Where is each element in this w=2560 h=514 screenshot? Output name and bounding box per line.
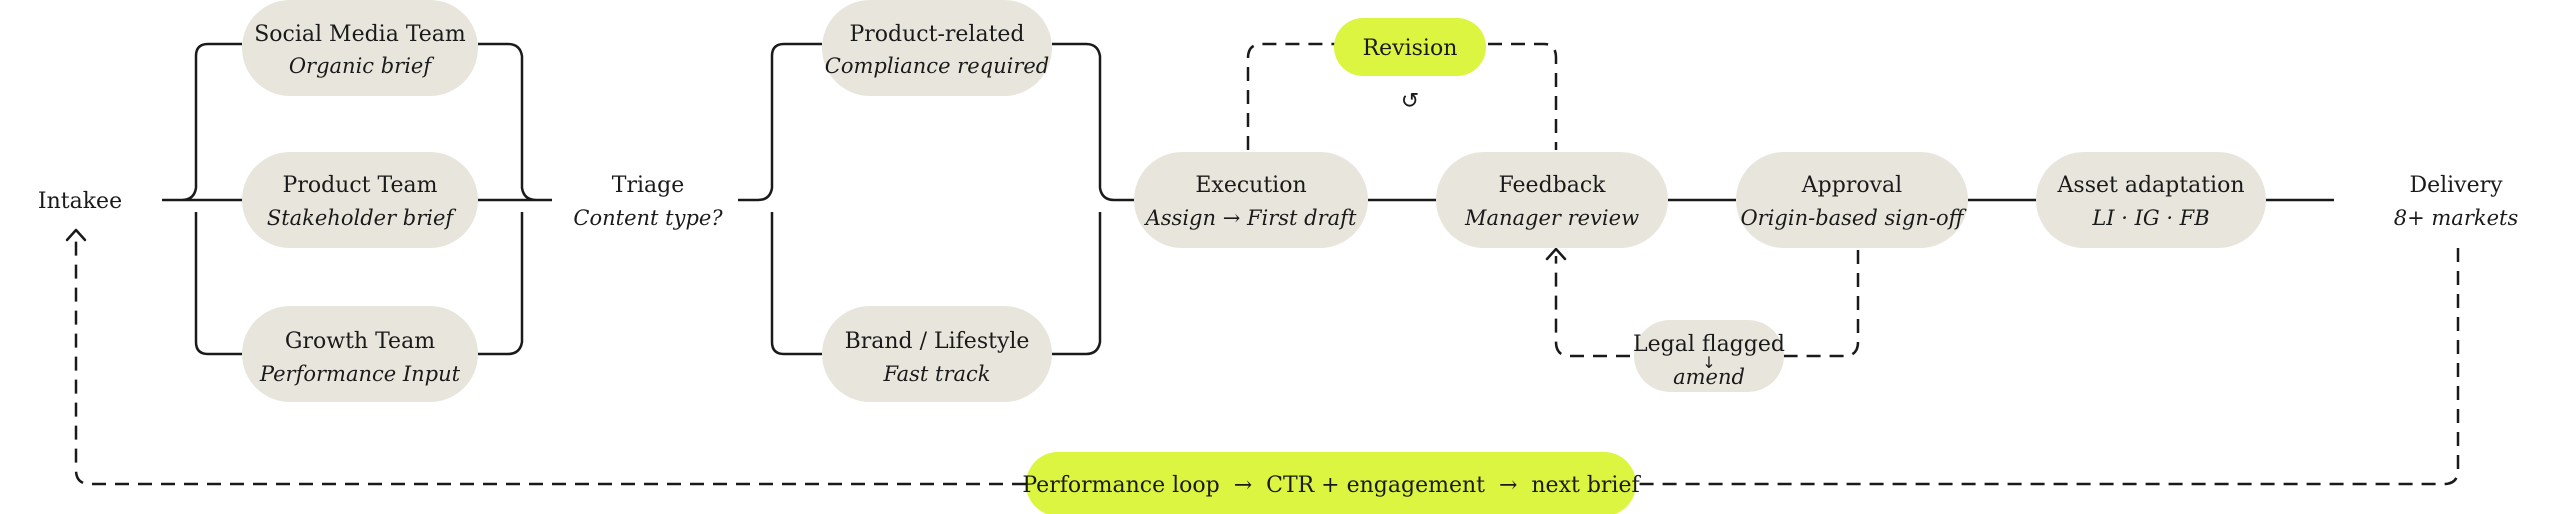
node-legal-flagged: Legal flagged ↓ amend bbox=[1633, 320, 1785, 392]
node-revision: Revision ↺ bbox=[1334, 18, 1486, 114]
node-subtitle: Compliance required bbox=[825, 54, 1049, 78]
node-title: Feedback bbox=[1498, 173, 1606, 198]
node-feedback: Feedback Manager review bbox=[1436, 152, 1668, 248]
node-title: Legal flagged bbox=[1633, 332, 1785, 357]
arrow-down-icon: ↓ bbox=[1702, 353, 1715, 372]
node-title: Performance loop → CTR + engagement → ne… bbox=[1022, 473, 1641, 498]
node-approval: Approval Origin-based sign-off bbox=[1736, 152, 1968, 248]
node-delivery: Delivery 8+ markets bbox=[2394, 173, 2519, 230]
brace-content-right bbox=[1052, 42, 1134, 356]
node-title: Execution bbox=[1195, 173, 1306, 198]
performance-loop-arrowhead bbox=[65, 228, 87, 242]
node-title: Growth Team bbox=[285, 329, 435, 354]
node-title: Revision bbox=[1363, 36, 1458, 61]
brace-content-left bbox=[738, 42, 822, 356]
revision-loop-path bbox=[1246, 42, 1558, 150]
loop-icon: ↺ bbox=[1401, 89, 1419, 114]
node-execution: Execution Assign → First draft bbox=[1134, 152, 1368, 248]
node-performance-loop: Performance loop → CTR + engagement → ne… bbox=[1022, 452, 1641, 514]
node-subtitle: Manager review bbox=[1464, 206, 1639, 230]
node-title: Social Media Team bbox=[254, 22, 466, 47]
legal-loop-arrowhead bbox=[1545, 247, 1567, 261]
node-product-team: Product Team Stakeholder brief bbox=[242, 152, 478, 248]
node-title: Brand / Lifestyle bbox=[845, 329, 1030, 354]
legal-loop-path bbox=[1554, 250, 1860, 358]
performance-loop-path bbox=[74, 236, 2460, 486]
node-subtitle: amend bbox=[1673, 365, 1745, 389]
node-asset-adaptation: Asset adaptation LI · IG · FB bbox=[2036, 152, 2266, 248]
node-subtitle: Fast track bbox=[882, 362, 990, 386]
node-subtitle: Origin-based sign-off bbox=[1740, 206, 1966, 230]
node-subtitle: Performance Input bbox=[259, 362, 461, 386]
brace-teams-left bbox=[181, 42, 242, 356]
brace-teams-right bbox=[478, 42, 537, 356]
node-triage: Triage Content type? bbox=[573, 173, 723, 230]
node-title: Delivery bbox=[2409, 173, 2503, 198]
node-title: Triage bbox=[612, 173, 684, 198]
node-title: Product Team bbox=[283, 173, 438, 198]
node-growth-team: Growth Team Performance Input bbox=[242, 306, 478, 402]
node-subtitle: LI · IG · FB bbox=[2091, 206, 2209, 230]
node-title: Asset adaptation bbox=[2057, 173, 2245, 198]
node-product-related: Product-related Compliance required bbox=[822, 0, 1052, 96]
node-title: Approval bbox=[1801, 173, 1902, 198]
intake-label: Intakee bbox=[38, 189, 122, 214]
node-subtitle: 8+ markets bbox=[2394, 206, 2519, 230]
node-subtitle: Assign → First draft bbox=[1144, 206, 1357, 230]
node-brand-lifestyle: Brand / Lifestyle Fast track bbox=[822, 306, 1052, 402]
node-subtitle: Content type? bbox=[573, 206, 723, 230]
node-subtitle: Organic brief bbox=[289, 54, 435, 78]
node-title: Product-related bbox=[849, 22, 1024, 47]
node-social-media-team: Social Media Team Organic brief bbox=[242, 0, 478, 96]
node-subtitle: Stakeholder brief bbox=[267, 206, 457, 230]
